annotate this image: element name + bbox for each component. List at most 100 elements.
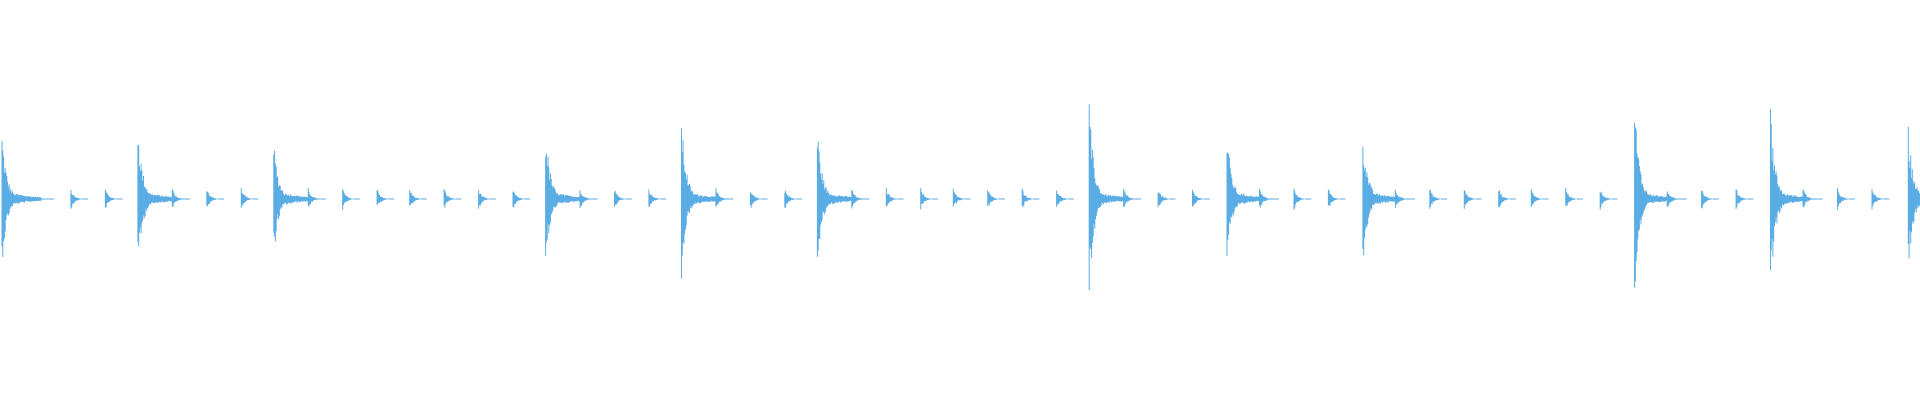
waveform-transient-tick — [614, 190, 632, 207]
waveform-transient-tick — [376, 190, 395, 206]
waveform-trace — [1056, 190, 1074, 207]
waveform-trace — [749, 192, 768, 208]
waveform-trace — [1, 140, 54, 258]
waveform-transient-tick — [1871, 189, 1890, 210]
waveform-transient-hit — [137, 144, 190, 247]
waveform-trace — [1429, 189, 1447, 209]
waveform-trace — [1192, 189, 1210, 207]
waveform-trace — [1394, 190, 1413, 208]
waveform-trace — [851, 190, 869, 209]
waveform-transient-tick — [1565, 187, 1583, 207]
waveform-trace — [171, 189, 190, 207]
waveform-trace — [206, 191, 224, 206]
waveform-trace — [137, 144, 190, 247]
waveform-trace — [1599, 191, 1618, 210]
waveform-transient-tick — [1293, 188, 1312, 210]
waveform-trace — [273, 150, 326, 242]
waveform-trace — [1701, 190, 1719, 209]
waveform-trace — [342, 189, 360, 210]
waveform-transient-tick — [952, 188, 971, 207]
waveform-transient-hit — [1907, 126, 1920, 259]
waveform-trace — [784, 190, 802, 208]
waveform-transient-tick — [1123, 188, 1141, 207]
waveform-transient-tick — [307, 188, 326, 207]
waveform-transient-tick — [1429, 189, 1447, 209]
waveform-trace — [1362, 146, 1415, 256]
waveform-transient-tick — [715, 188, 734, 207]
waveform-transient-tick — [512, 191, 531, 208]
waveform-transient-tick — [1735, 189, 1754, 209]
waveform-trace — [715, 188, 734, 207]
waveform-trace — [1770, 108, 1823, 270]
waveform-transient-hit — [545, 153, 598, 256]
waveform-trace — [1463, 190, 1482, 209]
waveform-transient-tick — [1259, 189, 1277, 208]
waveform-transient-tick — [1192, 189, 1210, 207]
waveform-transient-tick — [1394, 190, 1413, 208]
waveform-transient-tick — [1157, 192, 1176, 208]
waveform-trace — [1871, 189, 1890, 210]
waveform-transient-tick — [648, 189, 667, 207]
waveform-transient-tick — [1056, 190, 1074, 207]
waveform-transient-tick — [104, 189, 123, 208]
waveform-transient-tick — [920, 188, 938, 210]
waveform-transient-tick — [240, 188, 259, 208]
waveform-transient-tick — [1530, 189, 1549, 208]
waveform-transient-tick — [1599, 191, 1618, 210]
waveform-trace — [1088, 104, 1142, 290]
waveform-transient-tick — [1802, 189, 1821, 208]
waveform-trace — [1837, 188, 1855, 210]
waveform-transient-tick — [1021, 188, 1040, 207]
waveform-transient-tick — [987, 190, 1005, 207]
waveform-trace — [1226, 152, 1279, 256]
waveform-transient-tick — [1327, 189, 1346, 206]
waveform-trace — [104, 189, 123, 208]
waveform-trace — [1498, 190, 1516, 208]
waveform-transient-tick — [784, 190, 802, 208]
waveform-transient-hit — [1362, 146, 1415, 256]
waveform-trace — [987, 190, 1005, 207]
waveform-transient-tick — [851, 190, 869, 209]
waveform-trace — [648, 189, 667, 207]
waveform-trace — [240, 188, 259, 208]
waveform-trace — [1565, 187, 1583, 207]
waveform-trace — [1802, 189, 1821, 208]
waveform-transient-tick — [206, 191, 224, 206]
waveform-transient-tick — [1837, 188, 1855, 210]
waveform-transient-tick — [885, 188, 904, 207]
waveform-transient-tick — [1463, 190, 1482, 209]
waveform-transient-hit — [1634, 122, 1687, 288]
waveform-trace — [1634, 122, 1687, 288]
waveform-trace — [1666, 191, 1685, 207]
waveform-trace — [1157, 192, 1176, 208]
waveform-trace — [376, 190, 395, 206]
waveform-trace — [1259, 189, 1277, 208]
waveform-transient-tick — [749, 192, 768, 208]
waveform-transient-tick — [409, 190, 427, 206]
waveform-trace — [579, 190, 598, 208]
waveform-transient-tick — [70, 190, 89, 209]
waveform-trace — [1735, 189, 1754, 209]
waveform-transient-tick — [579, 190, 598, 208]
waveform-trace — [1907, 126, 1920, 259]
waveform-trace — [681, 128, 734, 279]
waveform-transient-tick — [342, 189, 360, 210]
waveform-transient-hit — [1, 140, 54, 258]
waveform-transient-hit — [1226, 152, 1279, 256]
waveform-trace — [885, 188, 904, 207]
waveform-trace — [545, 153, 598, 256]
waveform-trace — [307, 188, 326, 207]
waveform-transient-tick — [1498, 190, 1516, 208]
waveform-transient-hit — [681, 128, 734, 279]
waveform-trace — [443, 189, 462, 208]
waveform-trace — [70, 190, 89, 209]
waveform-transient-tick — [1701, 190, 1719, 209]
waveform-trace — [478, 190, 496, 209]
waveform-transient-hit — [1088, 104, 1142, 290]
waveform-transient-tick — [443, 189, 462, 208]
waveform-trace — [1293, 188, 1312, 210]
waveform-trace — [1021, 188, 1040, 207]
waveform-trace — [1327, 189, 1346, 206]
